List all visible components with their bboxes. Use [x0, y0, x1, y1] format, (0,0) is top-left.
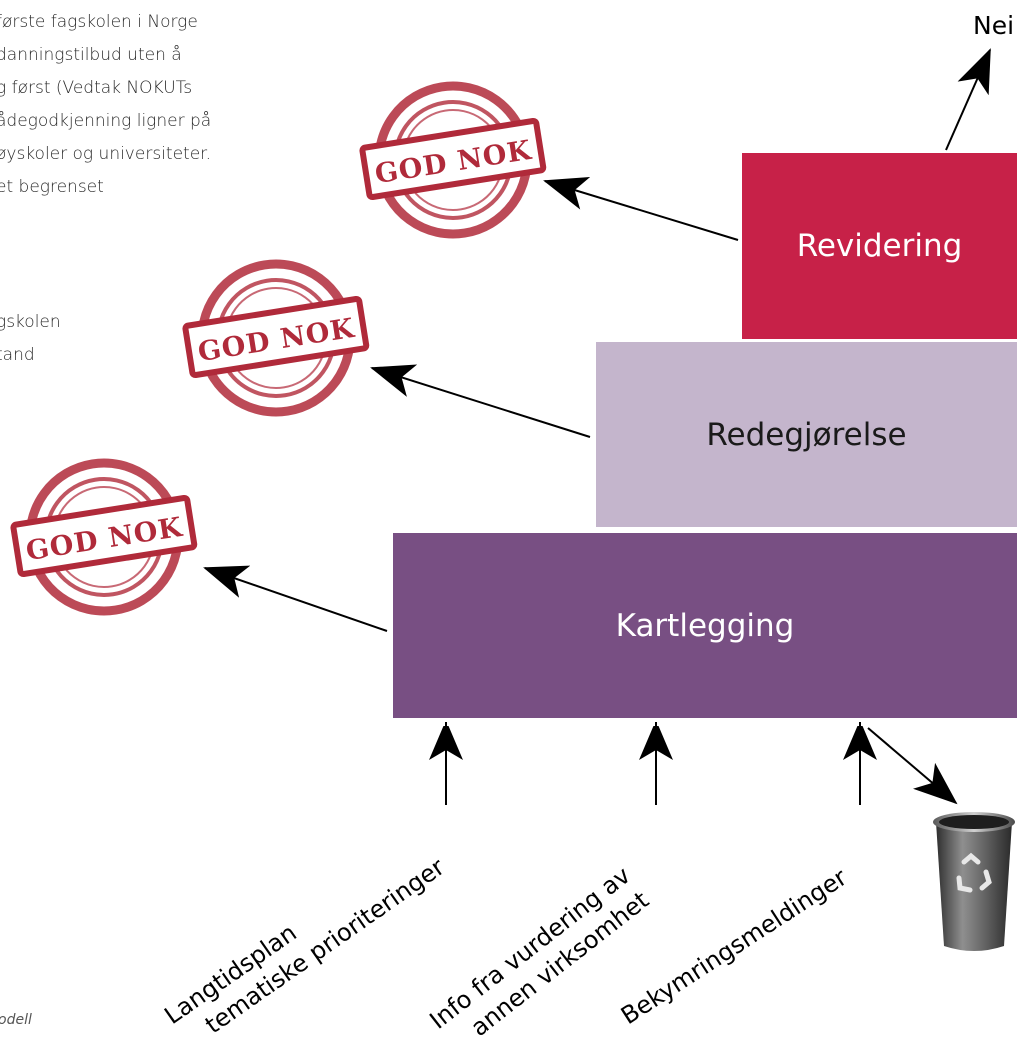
body-text-line: danningstilbud uten å	[0, 45, 182, 65]
body-text-line: første fagskolen i Norge	[0, 12, 198, 32]
stamp-seal-icon: GOD NOK	[182, 259, 370, 417]
body-text-line: gskolen	[0, 312, 61, 332]
arrow-kartlegging-to-stamp	[203, 565, 388, 632]
stage-redegjorelse: Redegjørelse	[596, 342, 1017, 527]
stamp-seal-icon: GOD NOK	[10, 458, 198, 616]
arrow-to-trash	[867, 727, 958, 805]
stage-label-kartlegging: Kartlegging	[615, 607, 795, 644]
body-text-line: ådegodkjenning ligner på	[0, 111, 212, 131]
stage-label-revidering: Revidering	[796, 228, 963, 264]
input-label-bekymring: Bekymringsmeldinger	[616, 863, 852, 1030]
recycle-icon	[956, 852, 992, 893]
input-label-info-1: Info fra vurdering av	[424, 861, 635, 1035]
stage-kartlegging: Kartlegging	[393, 533, 1017, 718]
arrow-revidering-to-nei	[945, 48, 991, 151]
trash-can-icon	[933, 812, 1015, 951]
figure-caption: odell	[0, 1012, 32, 1028]
body-text-line: øyskoler og universiteter.	[0, 144, 211, 164]
body-text-top: første fagskolen i Norge danningstilbud …	[0, 6, 286, 204]
body-text-line: tand	[0, 345, 35, 365]
arrow-revidering-to-stamp	[543, 177, 739, 241]
input-label-langtidsplan-2: tematiske prioriteringer	[200, 853, 450, 1039]
body-text-middle: gskolen tand	[0, 306, 286, 372]
stage-label-redegjorelse: Redegjørelse	[706, 416, 907, 453]
nei-label: Nei	[973, 11, 1015, 40]
stage-revidering: Revidering	[742, 153, 1017, 339]
body-text-line: et begrenset	[0, 177, 104, 197]
body-text-line: g først (Vedtak NOKUTs	[0, 78, 193, 98]
stamp-seal-icon: GOD NOK	[359, 81, 547, 239]
arrow-redegjorelse-to-stamp	[370, 364, 591, 438]
